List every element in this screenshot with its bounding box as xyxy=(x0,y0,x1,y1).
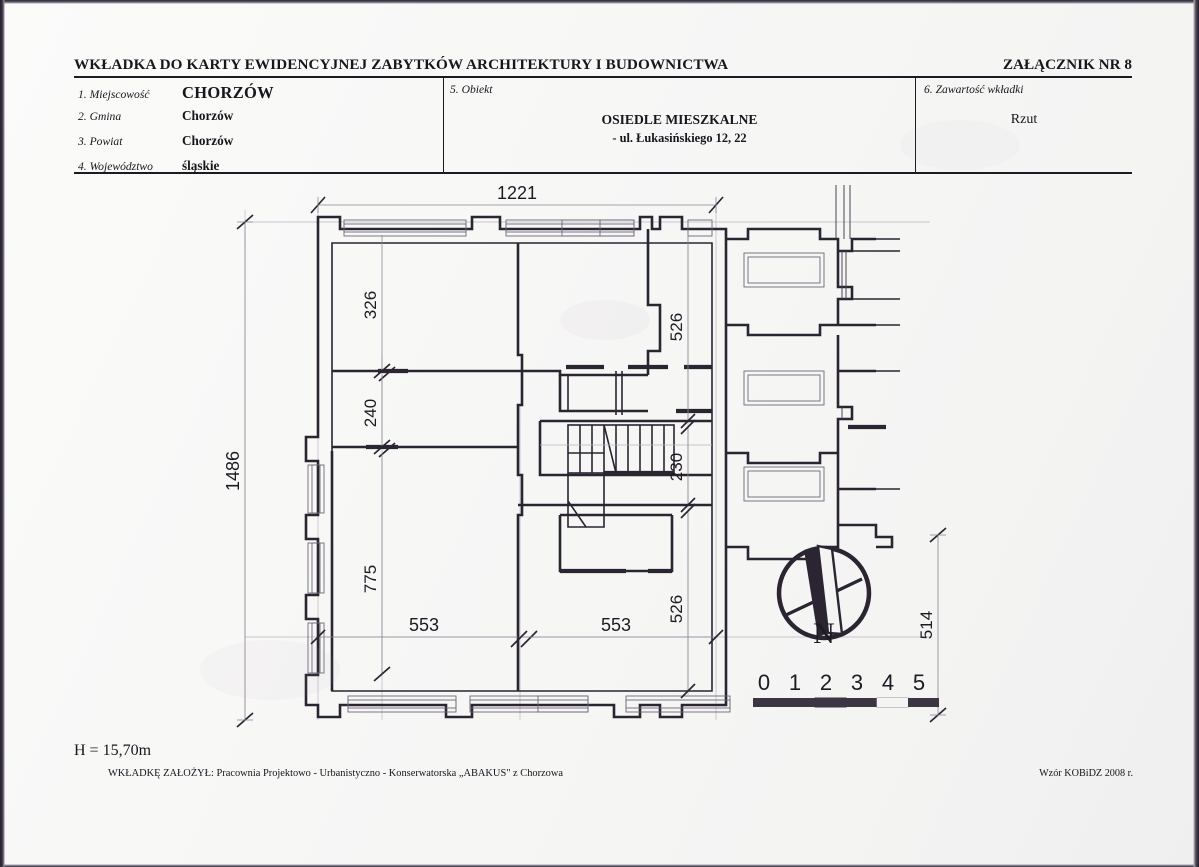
dimension-top-1221: 1221 xyxy=(310,183,724,214)
dim-775: 775 xyxy=(361,565,380,593)
top-wall-windows xyxy=(343,219,713,237)
dimension-514: 514 xyxy=(917,527,947,723)
dimension-240: 240 xyxy=(361,375,396,458)
dim-top-overall: 1221 xyxy=(497,183,537,203)
compass-needle-dark xyxy=(804,546,828,637)
compass-rose: N xyxy=(776,544,872,650)
dim-240: 240 xyxy=(361,399,380,427)
object-name-block: OSIEDLE MIESZKALNE - ul. Łukasińskiego 1… xyxy=(444,110,915,148)
object-column: 5. Obiekt OSIEDLE MIESZKALNE - ul. Łukas… xyxy=(444,78,916,172)
dim-526-bottom: 526 xyxy=(667,595,686,623)
annex-number: ZAŁĄCZNIK NR 8 xyxy=(1002,56,1132,73)
dim-230: 230 xyxy=(667,453,686,481)
bottom-wall-windows xyxy=(347,695,731,713)
compass-needle-light xyxy=(816,544,844,636)
scale-tick-5: 5 xyxy=(913,670,925,695)
form-reference: Wzór KOBiDZ 2008 r. xyxy=(1039,768,1133,779)
page-title: WKŁADKA DO KARTY EWIDENCYJNEJ ZABYTKÓW A… xyxy=(74,56,729,73)
right-annex xyxy=(726,185,900,561)
content-label: 6. Zawartość wkładki xyxy=(924,83,1024,96)
field-label-miejscowosc: 1. Miejscowość xyxy=(78,88,150,101)
locality-column: 1. Miejscowość CHORZÓW 2. Gmina Chorzów … xyxy=(74,78,444,173)
scale-tick-1: 1 xyxy=(789,670,801,695)
dimension-526-top: 526 xyxy=(667,235,696,429)
dim-553-b: 553 xyxy=(601,615,631,635)
header-title-row: WKŁADKA DO KARTY EWIDENCYJNEJ ZABYTKÓW A… xyxy=(74,56,1132,78)
scale-tick-3: 3 xyxy=(851,670,863,695)
dimension-526-bottom: 526 xyxy=(667,503,696,699)
dimension-326: 326 xyxy=(361,235,396,382)
scale-segment-gap xyxy=(877,698,908,707)
left-wall-windows xyxy=(307,464,325,674)
content-value: Rzut xyxy=(1010,112,1038,127)
object-address: - ul. Łukasińskiego 12, 22 xyxy=(612,130,747,145)
dim-553-a: 553 xyxy=(409,615,439,635)
floor-plan-drawing: .w { fill:none; stroke:#2a2531; stroke-w… xyxy=(0,175,1199,745)
field-value-wojewodztwo: śląskie xyxy=(182,158,220,173)
scale-tick-2: 2 xyxy=(820,670,832,695)
dimension-775: 775 xyxy=(361,453,391,682)
dimension-553-right: 553 xyxy=(522,615,724,645)
object-name: OSIEDLE MIESZKALNE xyxy=(601,112,758,127)
object-label: 5. Obiekt xyxy=(450,83,493,96)
scan-edge-left xyxy=(0,0,5,867)
scale-segment-0-1 xyxy=(753,698,815,707)
field-label-wojewodztwo: 4. Województwo xyxy=(78,160,153,173)
header-table: 1. Miejscowość CHORZÓW 2. Gmina Chorzów … xyxy=(74,78,1132,174)
content-column: 6. Zawartość wkładki Rzut xyxy=(916,78,1132,172)
scan-edge-top xyxy=(0,0,1199,4)
field-row-gmina: 2. Gmina Chorzów xyxy=(78,108,443,133)
dim-514: 514 xyxy=(917,611,936,639)
dim-326: 326 xyxy=(361,291,380,319)
scale-bar: 0 1 2 3 4 5 xyxy=(753,670,939,708)
document-header: WKŁADKA DO KARTY EWIDENCYJNEJ ZABYTKÓW A… xyxy=(74,56,1132,174)
field-row-powiat: 3. Powiat Chorzów xyxy=(78,133,443,158)
scale-tick-0: 0 xyxy=(758,670,770,695)
building-height-note: H = 15,70m xyxy=(74,742,152,759)
dimension-553-left: 553 xyxy=(310,615,538,648)
dimension-230: 230 xyxy=(667,419,696,513)
field-label-powiat: 3. Powiat xyxy=(78,135,123,148)
author-credit: WKŁADKĘ ZAŁOŻYŁ: Pracownia Projektowo - … xyxy=(108,768,563,779)
scale-segment-2-3 xyxy=(815,698,877,707)
field-row-wojewodztwo: 4. Województwo śląskie xyxy=(78,158,443,183)
compass-north-label: N xyxy=(813,617,835,650)
scale-tick-4: 4 xyxy=(882,670,894,695)
field-row-miejscowosc: 1. Miejscowość CHORZÓW xyxy=(78,83,443,108)
field-value-gmina: Chorzów xyxy=(182,108,234,123)
dimension-left-1486: 1486 xyxy=(223,214,254,728)
scan-edge-bottom xyxy=(0,864,1199,867)
field-value-powiat: Chorzów xyxy=(182,133,234,148)
dim-left-overall: 1486 xyxy=(223,451,243,491)
internal-walls xyxy=(330,229,712,691)
dim-526-top: 526 xyxy=(667,313,686,341)
field-label-gmina: 2. Gmina xyxy=(78,110,122,123)
field-value-miejscowosc: CHORZÓW xyxy=(182,83,274,102)
scan-edge-right xyxy=(1193,0,1199,867)
staircase xyxy=(540,424,712,528)
stair-hall-partitions xyxy=(566,364,712,415)
